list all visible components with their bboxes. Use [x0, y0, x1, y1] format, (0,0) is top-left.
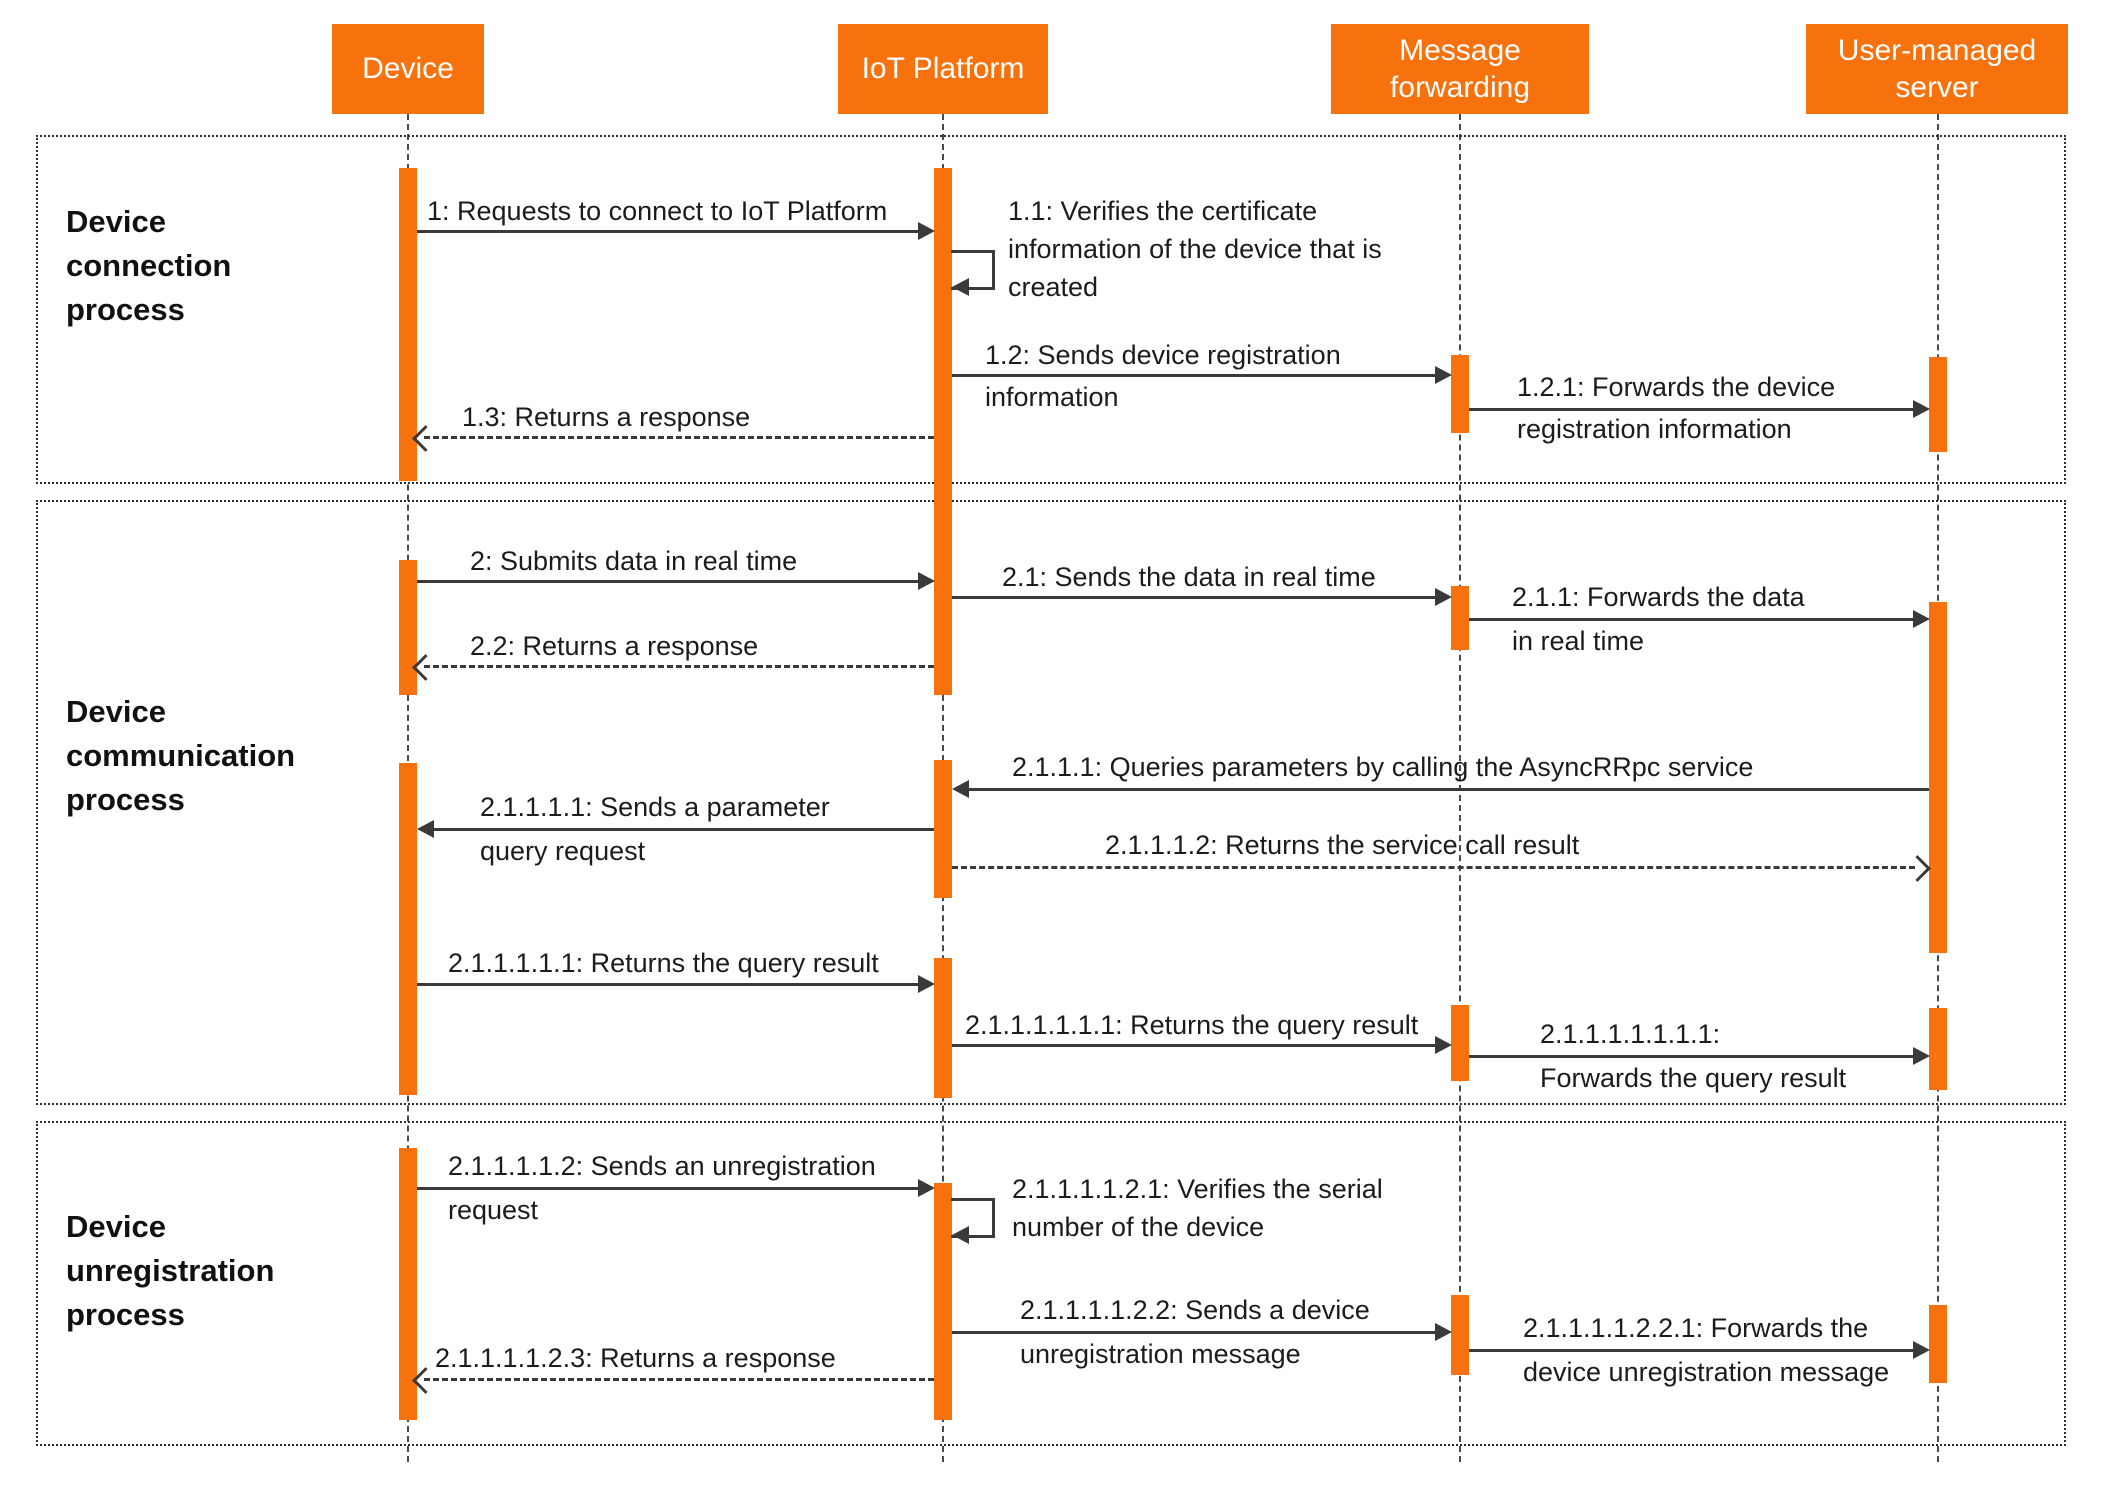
message-2-1-1-1-1-2-3-arrow [424, 1378, 934, 1381]
message-2-1-1-1-1-arrow [425, 828, 934, 831]
activation-bar-iot-platform [934, 958, 952, 1098]
message-1-2-1-arrow [1469, 408, 1913, 411]
message-2-1-1-1-1-1-1-arrow [952, 1044, 1435, 1047]
activation-bar-user-managed-server [1929, 1008, 1947, 1090]
message-1-2-1-label: registration information [1517, 414, 1792, 444]
arrowhead-left-icon [952, 1226, 969, 1244]
arrowhead-right-icon [1435, 1323, 1452, 1341]
message-2-1-1-1-1-2-1-self-loop [951, 1198, 995, 1238]
message-2-1-1-label: 2.1.1: Forwards the data [1512, 582, 1805, 612]
actor-box-device: Device [332, 24, 484, 114]
arrowhead-right-icon [1913, 610, 1930, 628]
message-2-arrow [417, 580, 918, 583]
phase-label-connection: Device connection process [66, 204, 232, 327]
message-2-1-1-1-1-label: 2.1.1.1.1: Sends a parameter [480, 792, 830, 822]
message-2-1-label: 2.1: Sends the data in real time [1002, 562, 1376, 592]
message-2-1-1-arrow [1469, 618, 1913, 621]
activation-bar-device [399, 168, 417, 481]
activation-bar-message-forwarding [1451, 586, 1469, 650]
arrowhead-right-icon [1913, 1341, 1930, 1359]
message-2-1-1-label: in real time [1512, 626, 1645, 656]
message-2-1-1-1-1-2-3-label: 2.1.1.1.1.2.3: Returns a response [435, 1343, 836, 1373]
message-1-3-label: 1.3: Returns a response [462, 402, 751, 432]
message-1-1-label: created [1008, 272, 1099, 302]
actor-box-user-managed-server: User-managed server [1806, 24, 2068, 114]
message-1-1-label: information of the device that is [1008, 234, 1382, 264]
arrowhead-right-icon [1435, 366, 1452, 384]
phase-box-connection [36, 135, 2066, 484]
message-2-1-1-1-1-2-2-1-label: 2.1.1.1.1.2.2.1: Forwards the [1523, 1313, 1869, 1343]
message-2-1-1-1-1-1-1-label: 2.1.1.1.1.1.1: Returns the query result [965, 1010, 1419, 1040]
message-1-2-label: 1.2: Sends device registration [985, 340, 1341, 370]
message-2-1-arrow [952, 596, 1435, 599]
message-2-1-1-1-1-2-label: 2.1.1.1.1.2: Sends an unregistration [448, 1151, 876, 1181]
message-2-1-1-1-1-2-2-label: unregistration message [1020, 1339, 1301, 1369]
phase-box-communication [36, 500, 2066, 1105]
message-1-3-arrow [424, 436, 934, 439]
message-2-1-1-1-1-1-arrow [417, 983, 918, 986]
message-1-label: 1: Requests to connect to IoT Platform [427, 196, 888, 226]
activation-bar-message-forwarding [1451, 355, 1469, 433]
actor-box-message-forwarding: Message forwarding [1331, 24, 1589, 114]
arrowhead-right-icon [1913, 400, 1930, 418]
phase-label-unregistration: Device unregistration process [66, 1209, 275, 1332]
arrowhead-right-icon [918, 975, 935, 993]
message-2-1-1-1-2-arrow [952, 866, 1915, 869]
activation-bar-user-managed-server [1929, 602, 1947, 953]
message-1-arrow [417, 230, 918, 233]
message-2-1-1-1-label: 2.1.1.1: Queries parameters by calling t… [1012, 752, 1754, 782]
message-1-2-label: information [985, 382, 1119, 412]
activation-bar-iot-platform [934, 760, 952, 898]
activation-bar-message-forwarding [1451, 1295, 1469, 1375]
message-2-1-1-1-1-2-2-1-label: device unregistration message [1523, 1357, 1890, 1387]
message-1-2-arrow [952, 374, 1435, 377]
message-2-1-1-1-1-1-label: 2.1.1.1.1.1: Returns the query result [448, 948, 879, 978]
message-2-2-arrow [424, 665, 934, 668]
message-2-1-1-1-1-2-2-1-arrow [1469, 1349, 1913, 1352]
activation-bar-user-managed-server [1929, 357, 1947, 452]
phase-box-unregistration [36, 1121, 2066, 1446]
message-2-1-1-1-1-1-1-1-label: Forwards the query result [1540, 1063, 1847, 1093]
activation-bar-user-managed-server [1929, 1305, 1947, 1383]
message-2-1-1-1-1-1-1-1-label: 2.1.1.1.1.1.1.1: [1540, 1019, 1721, 1049]
message-2-2-label: 2.2: Returns a response [470, 631, 759, 661]
activation-bar-device [399, 560, 417, 695]
arrowhead-right-icon [1913, 1047, 1930, 1065]
message-2-1-1-1-arrow [960, 788, 1929, 791]
activation-bar-device [399, 1148, 417, 1420]
message-2-1-1-1-1-2-1-label: 2.1.1.1.1.2.1: Verifies the serial [1012, 1174, 1383, 1204]
message-2-1-1-1-1-2-2-label: 2.1.1.1.1.2.2: Sends a device [1020, 1295, 1370, 1325]
activation-bar-device [399, 763, 417, 1095]
activation-bar-message-forwarding [1451, 1005, 1469, 1081]
arrowhead-left-icon [952, 278, 969, 296]
arrowhead-right-icon [918, 1179, 935, 1197]
message-2-1-1-1-1-2-1-label: number of the device [1012, 1212, 1265, 1242]
message-1-2-1-label: 1.2.1: Forwards the device [1517, 372, 1836, 402]
actor-box-iot-platform: IoT Platform [838, 24, 1048, 114]
arrowhead-right-icon [918, 572, 935, 590]
arrowhead-right-icon [1435, 588, 1452, 606]
message-2-1-1-1-1-2-2-arrow [952, 1331, 1435, 1334]
activation-bar-iot-platform [934, 168, 952, 695]
arrowhead-right-icon [918, 222, 935, 240]
message-2-1-1-1-1-2-arrow [417, 1187, 918, 1190]
message-1-1-self-loop [951, 250, 995, 290]
activation-bar-iot-platform [934, 1183, 952, 1420]
message-2-1-1-1-2-label: 2.1.1.1.2: Returns the service call resu… [1105, 830, 1580, 860]
phase-label-communication: Device communication process [66, 694, 296, 817]
arrowhead-right-icon [1435, 1036, 1452, 1054]
arrowhead-left-icon [417, 820, 434, 838]
message-2-1-1-1-1-1-1-1-arrow [1469, 1055, 1913, 1058]
message-2-label: 2: Submits data in real time [470, 546, 798, 576]
message-2-1-1-1-1-2-label: request [448, 1195, 539, 1225]
arrowhead-left-icon [952, 780, 969, 798]
message-1-1-label: 1.1: Verifies the certificate [1008, 196, 1318, 226]
message-2-1-1-1-1-label: query request [480, 836, 646, 866]
